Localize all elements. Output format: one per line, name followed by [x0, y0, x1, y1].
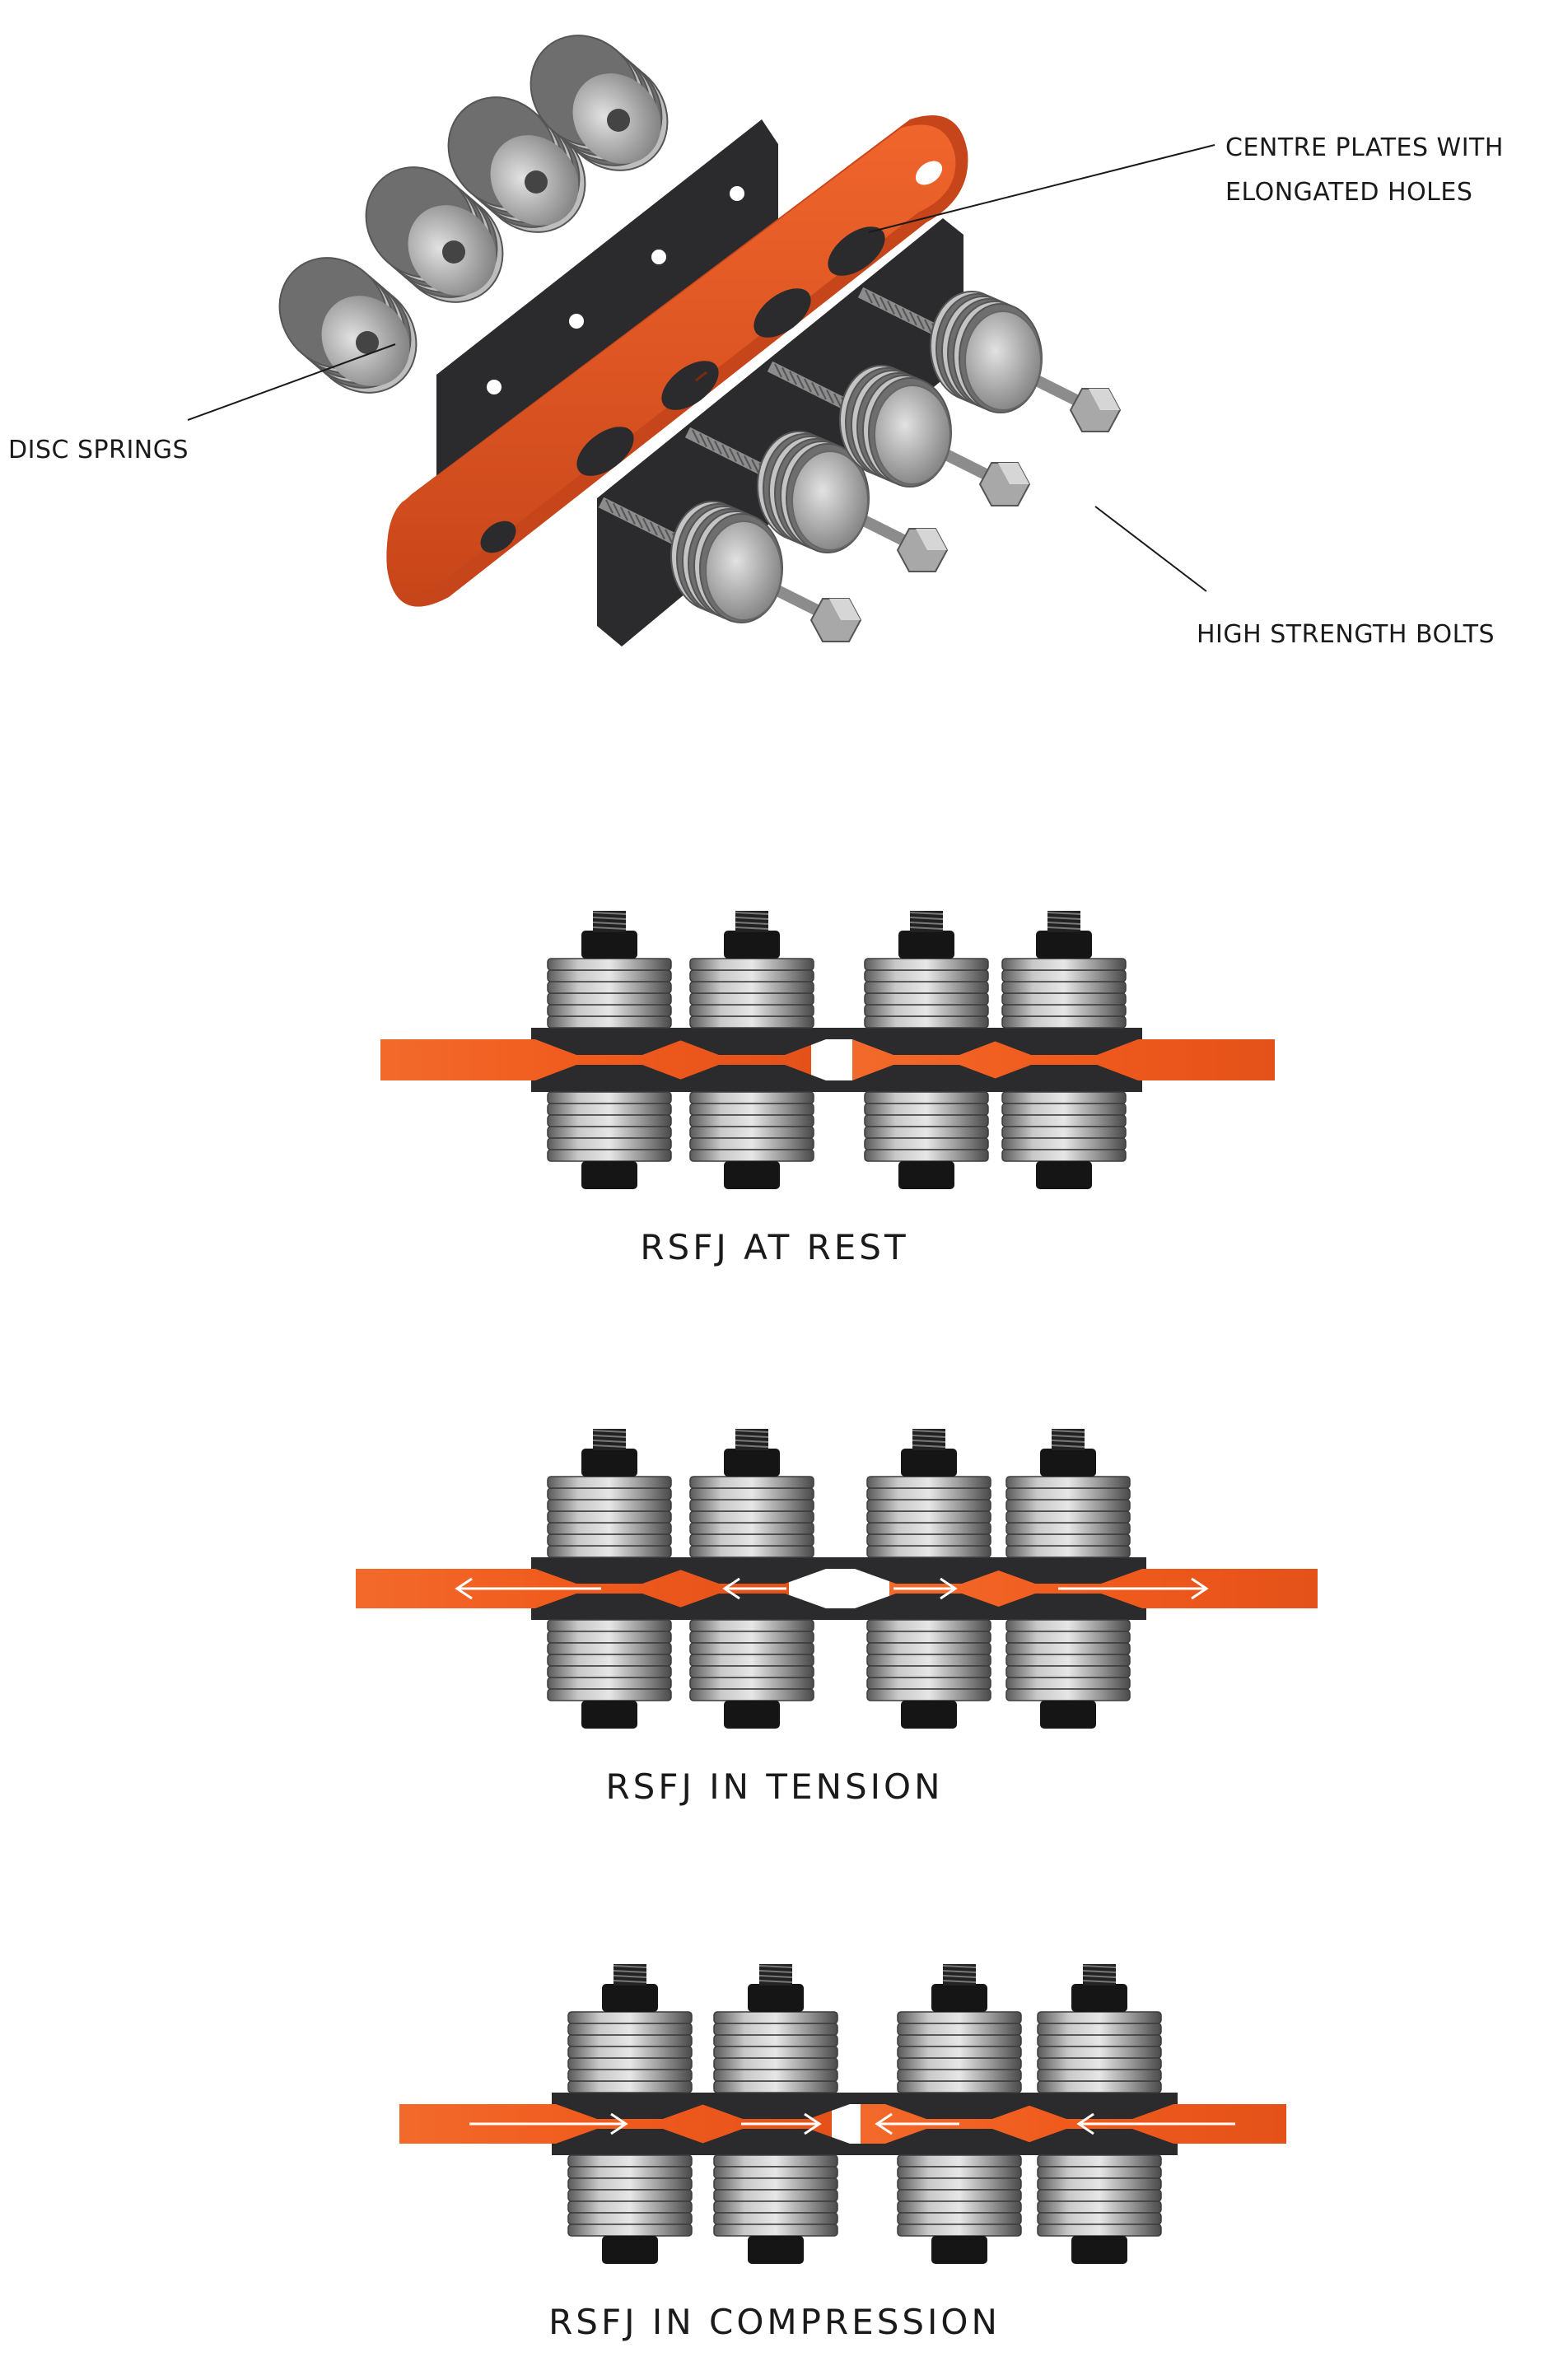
caption-compression: RSFJ IN COMPRESSION	[0, 2302, 1549, 2342]
callout-centre-plates-line1: CENTRE PLATES WITH	[1225, 133, 1504, 162]
outer-plate-bottom	[552, 2144, 1178, 2155]
caption-tension-text: RSFJ IN TENSION	[605, 1766, 944, 1807]
callout-bolts: HIGH STRENGTH BOLTS	[1197, 613, 1495, 657]
disc-spring-stack	[447, 96, 586, 233]
high-strength-bolt	[684, 427, 949, 572]
bolt-spring-column	[866, 1429, 991, 1729]
outer-plate-back-holes	[487, 186, 744, 394]
callout-bolts-text: HIGH STRENGTH BOLTS	[1197, 620, 1495, 649]
outer-plate-top	[531, 1557, 1146, 1569]
outer-plate-bottom	[531, 1080, 1142, 1092]
caption-tension: RSFJ IN TENSION	[0, 1766, 1549, 1807]
bolt-spring-column	[547, 911, 672, 1189]
state-rest	[380, 911, 1275, 1189]
caption-rest: RSFJ AT REST	[0, 1227, 1549, 1267]
state-tension	[356, 1429, 1318, 1729]
callout-disc-springs-text: DISC SPRINGS	[8, 436, 189, 464]
bolt-spring-column	[897, 1964, 1022, 2264]
disc-spring-stack	[278, 257, 418, 394]
callout-disc-springs: DISC SPRINGS	[8, 428, 189, 473]
caption-rest-text: RSFJ AT REST	[640, 1227, 909, 1267]
leader-lines	[187, 144, 1215, 592]
caption-compression-text: RSFJ IN COMPRESSION	[548, 2302, 1001, 2342]
centre-plate	[380, 1039, 1275, 1080]
callout-centre-plates-line2: ELONGATED HOLES	[1225, 178, 1473, 207]
callout-centre-plates: CENTRE PLATES WITH ELONGATED HOLES	[1225, 126, 1504, 215]
bolt-spring-column	[689, 911, 814, 1189]
centre-plate-3d	[386, 115, 968, 607]
outer-plate-top	[531, 1028, 1142, 1039]
outer-plate-bottom	[531, 1608, 1146, 1620]
bolt-spring-column	[1005, 1429, 1131, 1729]
high-strength-bolt	[767, 361, 1031, 506]
outer-plate-top	[552, 2093, 1178, 2104]
high-strength-bolt	[857, 287, 1122, 432]
exploded-view	[187, 35, 1215, 646]
bolt-spring-column	[1037, 1964, 1162, 2264]
bolt-spring-column	[547, 1429, 672, 1729]
bolt-spring-column	[864, 911, 989, 1189]
force-arrows	[469, 2112, 1235, 2135]
disc-spring-stack	[530, 35, 669, 171]
state-compression	[399, 1964, 1286, 2264]
bolts-front-row	[598, 287, 1122, 642]
state-diagrams	[356, 911, 1318, 2264]
disc-springs-back-row	[278, 35, 669, 394]
bolt-spring-column	[689, 1429, 814, 1729]
bolt-spring-column	[1001, 911, 1127, 1189]
bolt-spring-column	[713, 1964, 838, 2264]
disc-spring-stack	[365, 166, 504, 303]
high-strength-bolt	[598, 497, 862, 642]
force-arrows	[455, 1577, 1209, 1600]
bolt-spring-column	[567, 1964, 693, 2264]
